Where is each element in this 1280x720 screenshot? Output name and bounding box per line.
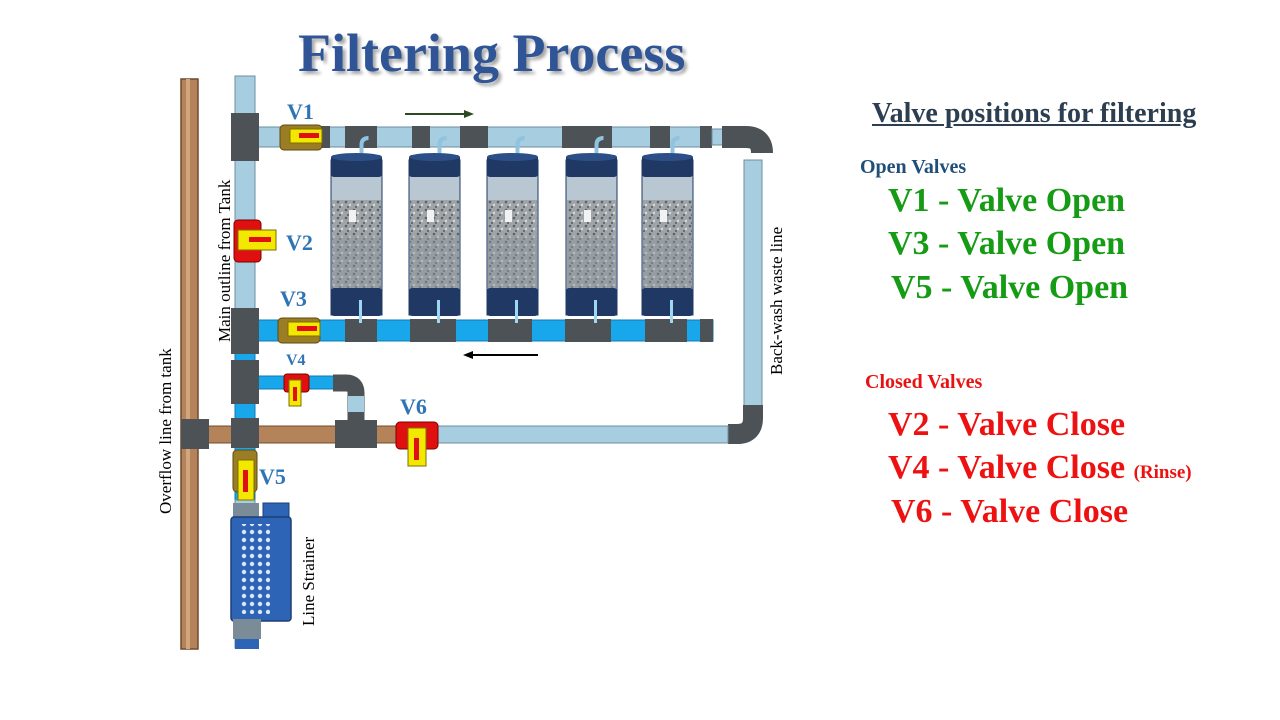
- overflow-connector-pipe: [181, 419, 399, 449]
- backwash-line-label: Back-wash waste line: [767, 226, 786, 375]
- filter-column: [486, 136, 539, 323]
- backwash-pipe: [437, 126, 773, 444]
- open-valves-title: Open Valves: [860, 156, 967, 178]
- valve-label-v1: V1: [287, 99, 314, 124]
- filter-column: [408, 136, 461, 323]
- filter-column: [330, 136, 383, 323]
- line-strainer: [230, 502, 292, 649]
- filter-column: [565, 136, 618, 323]
- valve-label-v4: V4: [286, 352, 306, 369]
- open-valve-v3: V3 - Valve Open: [888, 225, 1126, 262]
- filter-column: [641, 136, 694, 323]
- valve-v6[interactable]: [395, 421, 439, 467]
- rinse-note: (Rinse): [1133, 462, 1192, 483]
- valve-v5[interactable]: [232, 449, 258, 501]
- closed-valve-v4-text: V4 - Valve Close: [888, 449, 1126, 486]
- top-header-pipe: [254, 126, 727, 148]
- filter-columns: [330, 136, 694, 323]
- overflow-pipe: [180, 78, 199, 650]
- overflow-line-label: Overflow line from tank: [156, 348, 175, 514]
- bottom-header-pipe: [254, 319, 714, 342]
- valve-v2[interactable]: [233, 219, 277, 263]
- flow-arrow-left: [463, 351, 538, 359]
- valve-label-v6: V6: [400, 394, 427, 419]
- open-valve-v5: V5 - Valve Open: [891, 269, 1129, 306]
- main-pipe-joints: [231, 113, 259, 448]
- flow-arrow-right: [405, 110, 474, 118]
- valve-v3[interactable]: [277, 317, 321, 344]
- valve-v1[interactable]: [279, 124, 323, 151]
- filtering-diagram: [180, 75, 773, 650]
- valve-v4[interactable]: [283, 373, 310, 407]
- page-title: Filtering Process: [298, 23, 686, 83]
- main-line-label: Main outline from Tank: [215, 179, 234, 342]
- rinse-branch-pipe: [254, 374, 365, 425]
- closed-valve-v6: V6 - Valve Close: [891, 493, 1129, 530]
- valve-label-v2: V2: [286, 230, 313, 255]
- valve-positions-heading: Valve positions for filtering: [872, 98, 1197, 129]
- closed-valve-v2: V2 - Valve Close: [888, 406, 1126, 443]
- valve-label-v3: V3: [280, 286, 307, 311]
- valve-label-v5: V5: [259, 464, 286, 489]
- strainer-label: Line Strainer: [299, 536, 318, 626]
- closed-valve-v4: V4 - Valve Close (Rinse): [888, 449, 1192, 487]
- open-valve-v1: V1 - Valve Open: [888, 182, 1126, 219]
- closed-valves-title: Closed Valves: [865, 371, 983, 393]
